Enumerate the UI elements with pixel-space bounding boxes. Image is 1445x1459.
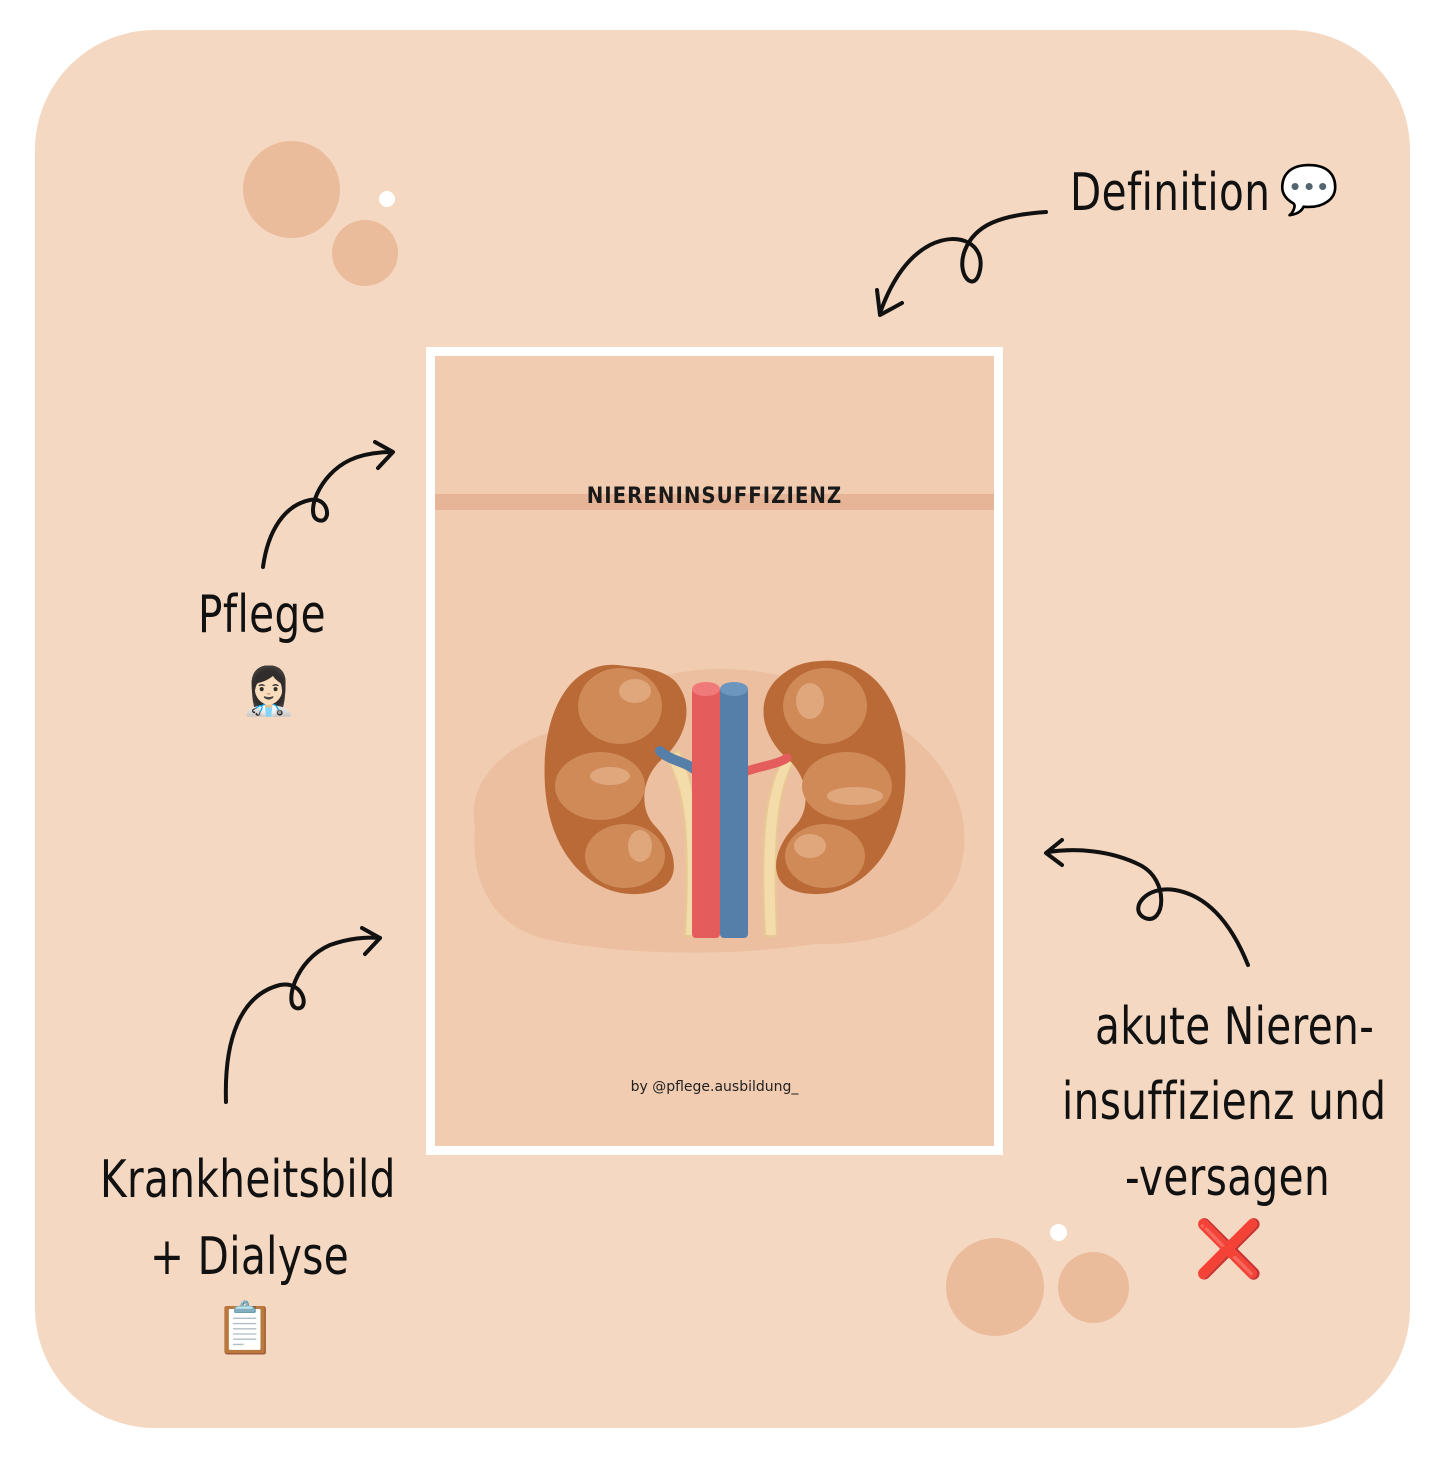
decor-dot-large-top <box>243 141 340 238</box>
booklet-cover[interactable]: NIERENINSUFFIZIENZ <box>426 347 1003 1155</box>
title-band <box>435 494 994 510</box>
left-kidney <box>544 664 687 895</box>
right-kidney <box>763 660 906 895</box>
booklet-title: NIERENINSUFFIZIENZ <box>586 484 843 509</box>
label-definition: Definition <box>1070 163 1271 223</box>
cross-mark-icon: ❌ <box>1194 1217 1264 1282</box>
decor-dot-white-bottom <box>1050 1224 1067 1241</box>
booklet-cover-page: NIERENINSUFFIZIENZ <box>435 356 994 1146</box>
label-akut-line1: akute Nieren- <box>1095 997 1375 1057</box>
right-ureter <box>762 749 799 937</box>
decor-dot-white-top <box>379 191 395 207</box>
decor-dot-small-bottom <box>1058 1252 1129 1323</box>
label-akut-line3: -versagen <box>1125 1148 1331 1208</box>
nurse-icon: 👩🏻‍⚕️ <box>240 664 298 718</box>
label-pflege: Pflege <box>198 585 327 645</box>
aorta <box>692 686 720 938</box>
label-krankheitsbild: Krankheitsbild <box>100 1150 396 1210</box>
vena-cava <box>720 686 748 938</box>
decor-dot-small-top <box>332 220 398 286</box>
label-akut-line2: insuffizienz und <box>1062 1072 1387 1132</box>
decor-dot-large-bottom <box>946 1238 1044 1336</box>
booklet-credit: by @pflege.ausbildung_ <box>630 1079 799 1095</box>
speech-bubble-icon: 💬 <box>1279 162 1339 218</box>
label-dialyse: + Dialyse <box>150 1227 350 1287</box>
clipboard-icon: 📋 <box>214 1299 277 1357</box>
kidney-illustration <box>473 660 965 953</box>
